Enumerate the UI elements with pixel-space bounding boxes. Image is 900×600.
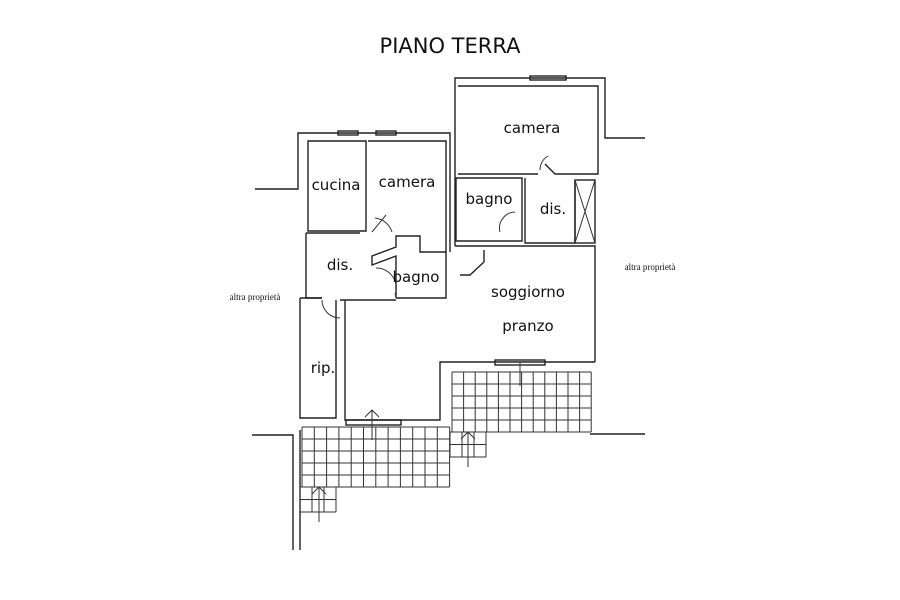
note-left: altra proprietà [230,292,281,302]
doors [321,155,549,319]
plan-title: PIANO TERRA [380,34,522,58]
room-label-dis-left: dis. [327,256,353,274]
terrace-left [299,426,451,513]
note-right: altra proprietà [625,262,676,272]
room-label-rip: rip. [311,359,336,377]
room-label-dis-right: dis. [540,200,566,218]
room-label-camera-left: camera [379,173,436,191]
walls [252,75,645,550]
cucina-room [307,140,367,232]
room-label-pranzo: pranzo [502,317,553,335]
room-label-soggiorno: soggiorno [491,283,565,301]
terrace-right [449,371,592,458]
room-label-bagno-right: bagno [466,190,513,208]
room-label-bagno-left: bagno [393,268,440,286]
entry-arrows [311,362,521,522]
room-label-cucina: cucina [312,176,361,194]
room-label-camera-right: camera [504,119,561,137]
